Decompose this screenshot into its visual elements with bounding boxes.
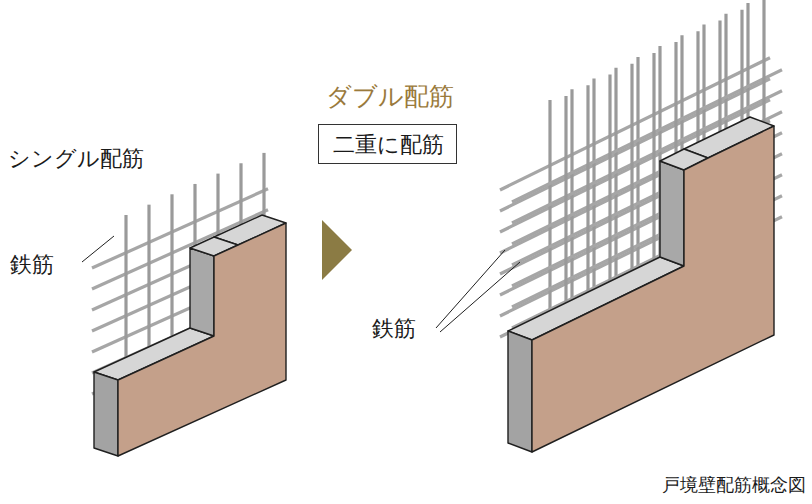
leader-line — [440, 262, 520, 332]
wall-front — [118, 223, 286, 456]
section-label: ダブル配筋 — [326, 82, 454, 112]
transition-arrow — [322, 220, 352, 280]
wall-step — [660, 161, 684, 266]
box-text: 二重に配筋 — [333, 130, 442, 160]
wall-front — [532, 126, 774, 452]
caption: 戸境壁配筋概念図 — [662, 474, 806, 496]
single-wall — [92, 153, 286, 456]
wall-end — [94, 372, 118, 456]
section-label: シングル配筋 — [8, 146, 144, 172]
wall-step — [190, 248, 214, 336]
leader-line — [436, 250, 505, 328]
text-box: 二重に配筋 — [318, 124, 457, 164]
wall-end — [508, 331, 532, 452]
part-label: 鉄筋 — [10, 252, 54, 278]
double-wall — [500, 0, 782, 452]
part-label: 鉄筋 — [372, 316, 416, 342]
leader-line — [82, 236, 114, 262]
